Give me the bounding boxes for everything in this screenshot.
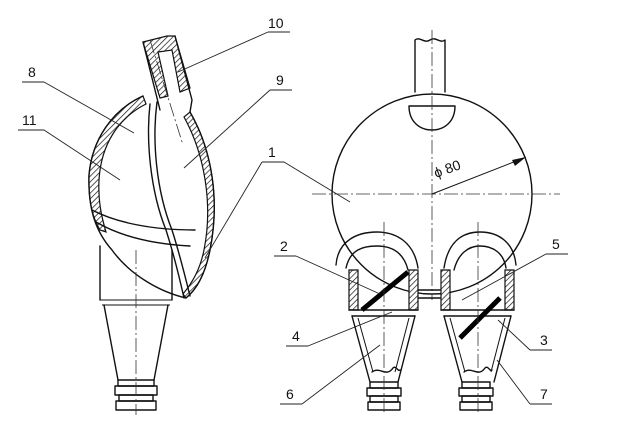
dimension-line [431,157,525,195]
right-nozzle-1 [461,381,491,389]
right-cone-break [463,366,493,373]
left-chamber-dome-inner [345,245,409,271]
label-6: 6 [286,386,294,402]
lower-band-2 [95,221,191,247]
dimension-text: ϕ 80 [432,156,463,180]
left-cone-inner [357,317,410,373]
lower-band [91,209,196,231]
body-outline [88,95,215,299]
pipe-axis [149,39,184,146]
inlet-pipe [142,35,191,99]
label-3: 3 [540,332,548,348]
right-nozzle-4 [459,401,493,411]
right-cone [443,315,512,383]
left-housing-r [408,269,419,311]
right-valve-flap [458,296,502,340]
membrane-2 [154,101,191,297]
right-chamber-dome [443,231,517,269]
body-shell [88,95,147,233]
label-8: 8 [28,64,36,80]
right-chamber-dome-inner [453,245,507,271]
dimension-arrow [512,157,526,166]
body-shell-right [182,111,215,299]
right-cone-inner [449,317,506,373]
label-2: 2 [280,238,288,254]
label-1: 1 [268,144,276,160]
left-valve-flap [360,270,410,312]
left-chamber-dome [335,231,419,269]
right-nozzle-2 [458,387,494,397]
section-view [88,35,215,415]
label-11: 11 [22,112,37,128]
left-housing [348,269,359,311]
right-nozzle-3 [461,395,491,403]
label-5: 5 [552,236,560,252]
label-7: 7 [540,386,548,402]
stem [99,245,173,301]
label-4: 4 [292,328,300,344]
callouts: 10 8 9 11 1 2 5 4 3 6 [18,15,568,405]
label-9: 9 [276,72,284,88]
membrane [147,103,185,299]
front-view: ϕ 80 [312,30,560,415]
left-cone-break [371,366,401,373]
right-housing [440,269,451,311]
connector [417,289,441,299]
pipe-outline [142,35,193,113]
label-10: 10 [268,15,284,31]
cone [103,304,169,381]
top-pipe [414,38,446,93]
